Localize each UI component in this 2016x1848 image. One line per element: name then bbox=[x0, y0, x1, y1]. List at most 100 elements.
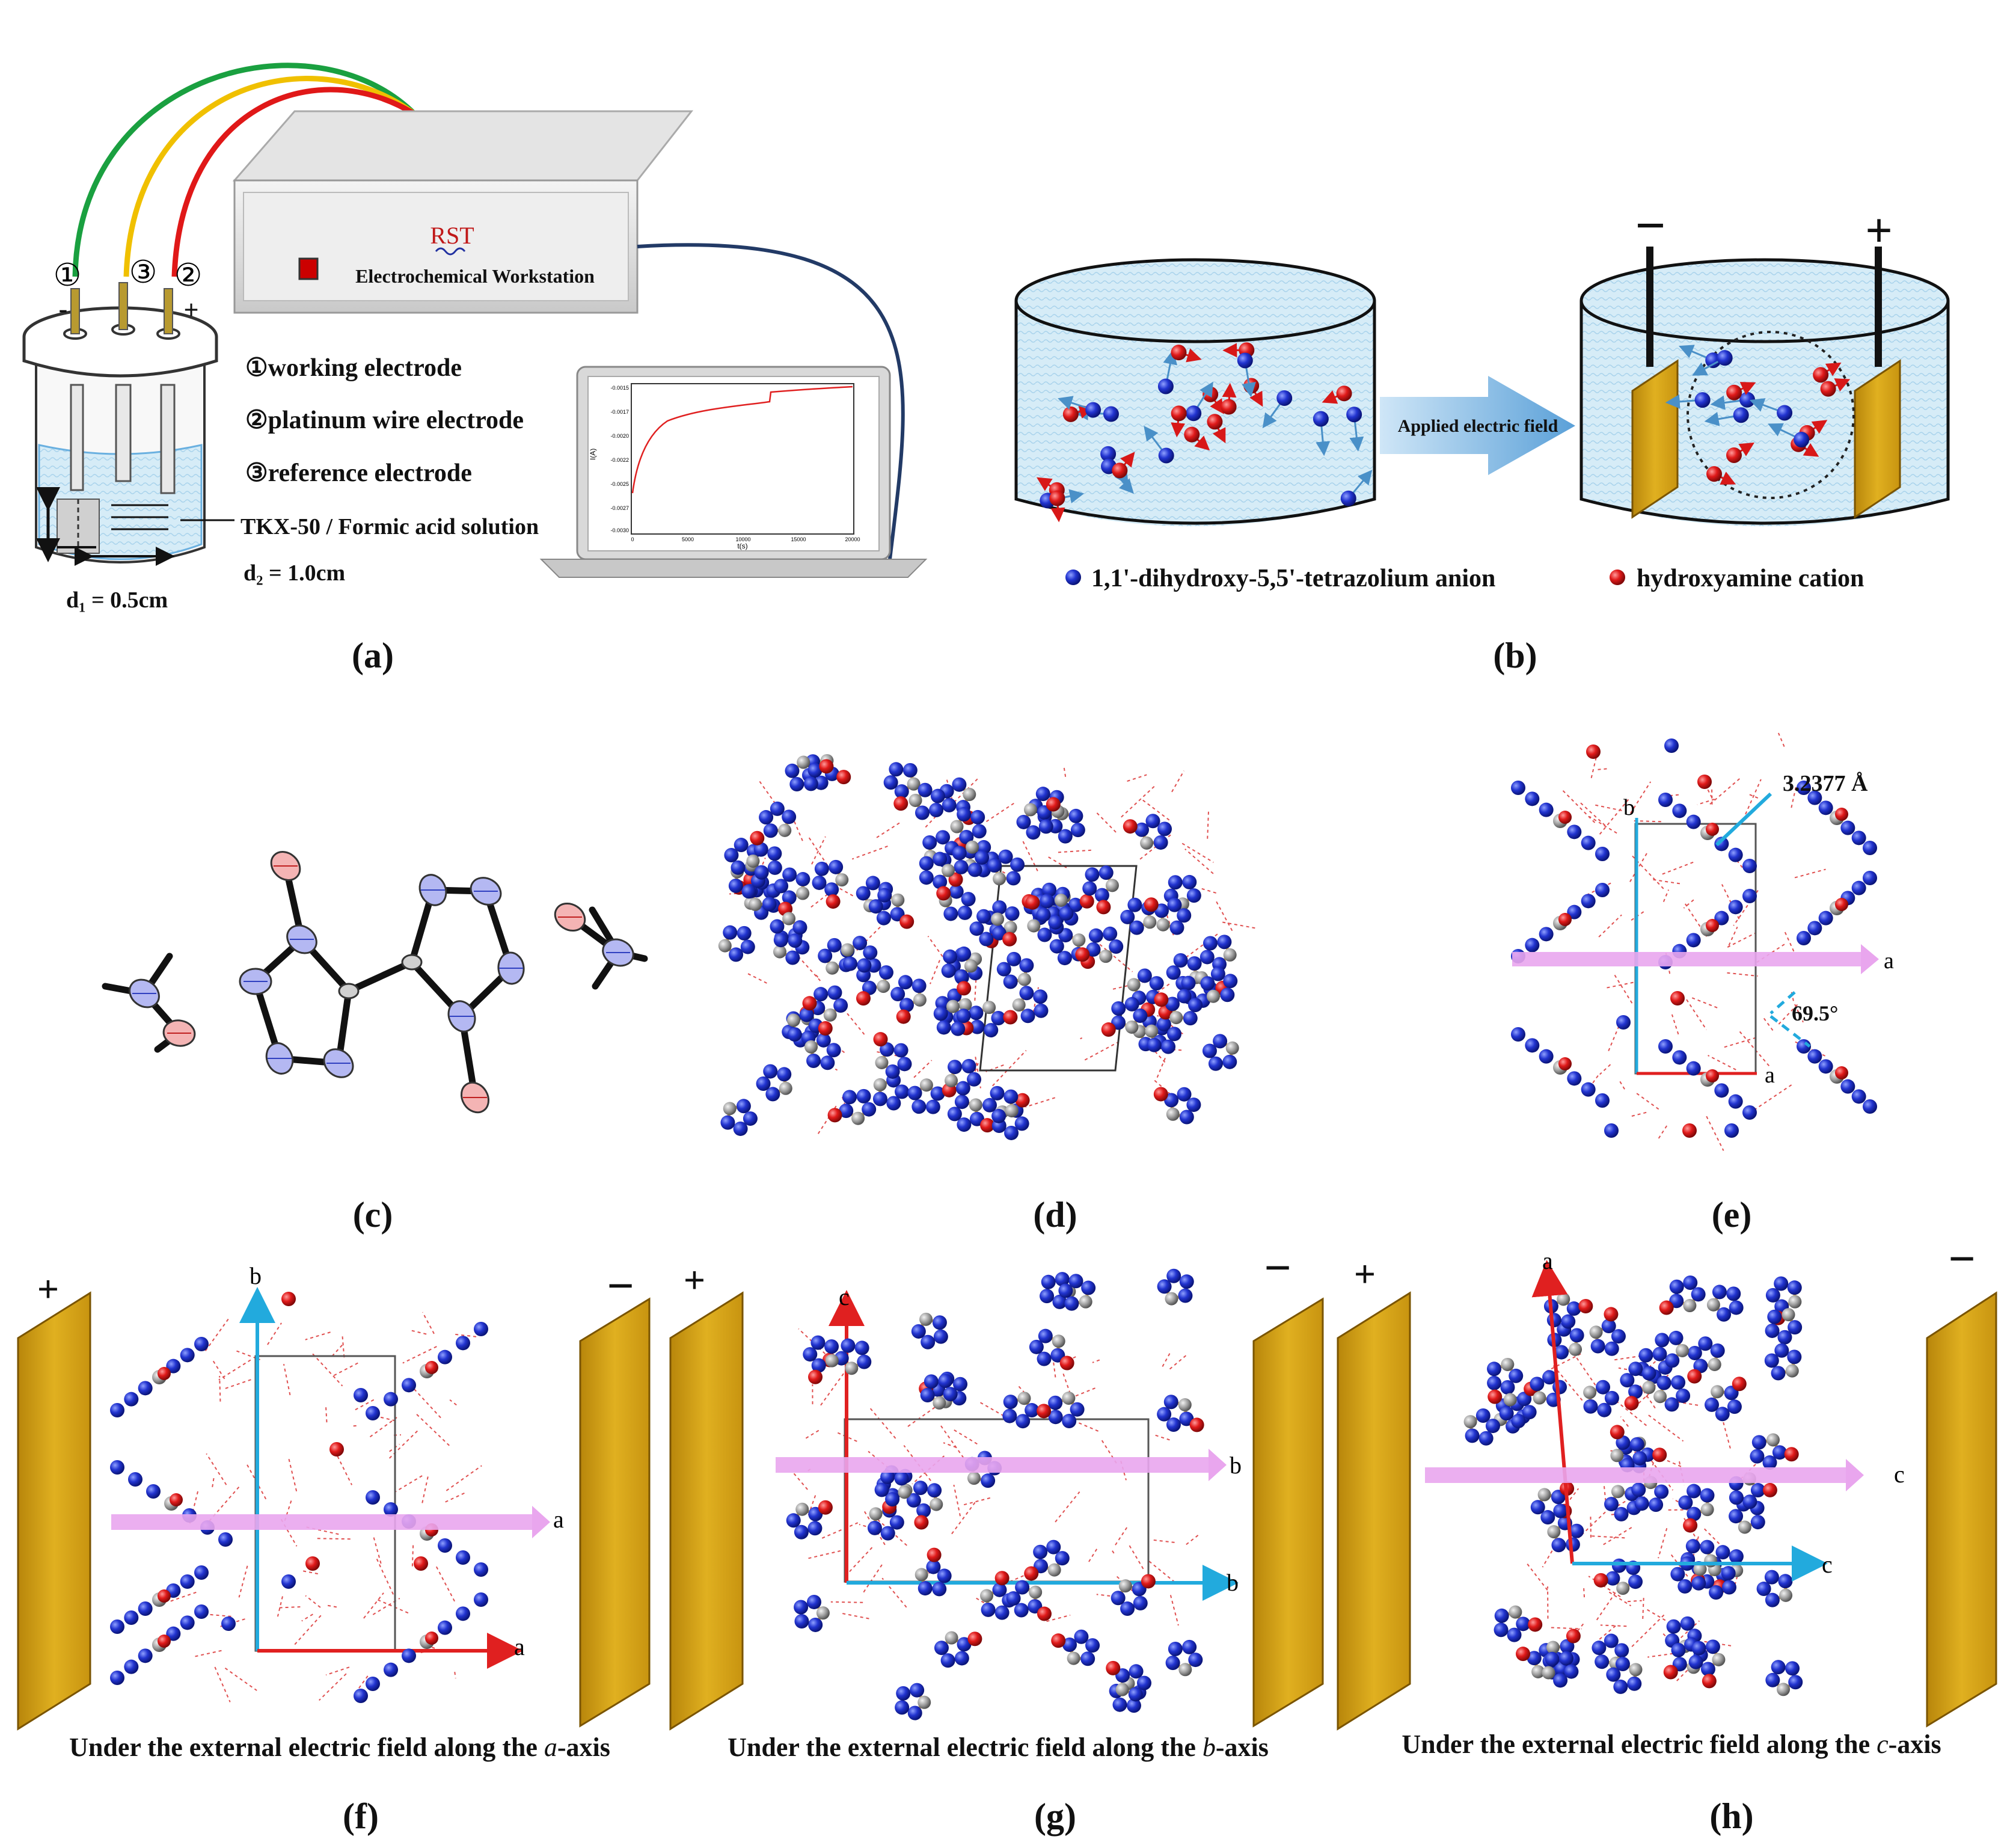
atom-N bbox=[930, 788, 945, 803]
atom-O bbox=[1663, 1665, 1678, 1680]
atom-O bbox=[305, 1556, 320, 1571]
atom-N bbox=[1807, 790, 1822, 805]
atom-N bbox=[1499, 1406, 1514, 1421]
atom-N bbox=[920, 1388, 935, 1403]
atom-N bbox=[782, 867, 797, 882]
distance-marker bbox=[1715, 792, 1772, 847]
atom-N bbox=[969, 1005, 984, 1021]
atom-C bbox=[918, 1695, 931, 1709]
atom-N bbox=[1694, 392, 1711, 408]
atom-N bbox=[938, 1374, 953, 1389]
hydrogen-bond bbox=[355, 1398, 376, 1411]
atom-C bbox=[1079, 1295, 1092, 1309]
atom-N bbox=[947, 1107, 962, 1122]
atom-C bbox=[967, 1472, 981, 1485]
atom-N bbox=[456, 1336, 470, 1351]
atom-N bbox=[1019, 986, 1034, 1001]
hydrogen-bond bbox=[305, 1595, 321, 1608]
atom-N bbox=[1038, 1328, 1053, 1343]
svg-text:0: 0 bbox=[631, 536, 634, 542]
atom-O bbox=[1670, 991, 1685, 1005]
hydrogen-bond bbox=[1728, 926, 1738, 946]
atom-O bbox=[1101, 1022, 1116, 1037]
atom-N bbox=[1596, 1380, 1611, 1395]
atom-O bbox=[1835, 808, 1848, 821]
atom-N bbox=[1539, 802, 1554, 817]
atom-C bbox=[1557, 1292, 1570, 1306]
atom-N bbox=[1655, 1333, 1670, 1348]
atom-N bbox=[736, 1099, 751, 1114]
svg-text:+: + bbox=[1354, 1253, 1376, 1295]
svg-text:−: − bbox=[1948, 1233, 1976, 1286]
atom-N bbox=[1569, 1328, 1584, 1343]
hydrogen-bond bbox=[807, 1494, 817, 1515]
atom-N bbox=[1616, 1015, 1631, 1030]
atom-N bbox=[1340, 490, 1356, 506]
hydrogen-bond bbox=[1576, 1357, 1599, 1390]
atom-N bbox=[366, 1490, 380, 1505]
atom-N bbox=[1553, 1503, 1568, 1518]
hydrogen-bond bbox=[1080, 1037, 1083, 1040]
atom-N bbox=[1120, 1601, 1135, 1616]
atom-N bbox=[991, 1108, 1006, 1123]
hydrogen-bond bbox=[930, 960, 940, 984]
atom-N bbox=[1620, 1373, 1635, 1388]
atom-C bbox=[1501, 1357, 1515, 1371]
atom-N bbox=[474, 1592, 488, 1607]
hydrogen-bond bbox=[1088, 1549, 1098, 1563]
atom-N bbox=[1129, 920, 1144, 935]
atom-N bbox=[1616, 1435, 1631, 1450]
atom-N bbox=[1213, 1034, 1228, 1049]
atom-N bbox=[1728, 1094, 1743, 1109]
atom-N bbox=[856, 1088, 871, 1104]
svg-text:+: + bbox=[684, 1259, 705, 1301]
hydrogen-bond bbox=[1607, 981, 1634, 989]
atom-O bbox=[1002, 932, 1017, 947]
atom-O bbox=[927, 1547, 942, 1562]
hydrogen-bond bbox=[211, 1358, 225, 1380]
atom-N bbox=[808, 1617, 823, 1632]
hydrogen-bond bbox=[1162, 1350, 1172, 1368]
atom-C bbox=[1788, 1295, 1802, 1309]
atom-N bbox=[970, 809, 985, 824]
hydrogen-bond bbox=[954, 1429, 978, 1445]
atom-N bbox=[1167, 897, 1182, 912]
atom-N bbox=[1733, 407, 1749, 423]
atom-N bbox=[1840, 820, 1855, 835]
atom-N bbox=[910, 1683, 925, 1698]
hydrogen-bond bbox=[1552, 1365, 1584, 1402]
atom-N bbox=[841, 1338, 856, 1353]
atom-O bbox=[414, 1556, 428, 1571]
atom-N bbox=[218, 1532, 233, 1547]
atom-N bbox=[1797, 781, 1811, 795]
hydrogen-bond bbox=[1153, 1434, 1170, 1441]
atom-N bbox=[991, 926, 1006, 941]
svg-text:-0.0015: -0.0015 bbox=[610, 385, 629, 391]
atom-C bbox=[1503, 1393, 1517, 1407]
atom-N bbox=[354, 1689, 368, 1703]
atom-N bbox=[1686, 933, 1701, 948]
atom-N bbox=[1771, 1660, 1786, 1675]
atom-C bbox=[950, 820, 964, 833]
atom-N bbox=[820, 1055, 835, 1070]
atom-O bbox=[1835, 898, 1848, 911]
hydrogen-bond bbox=[1127, 1543, 1144, 1570]
atom-N bbox=[913, 1481, 928, 1496]
power-switch[interactable] bbox=[298, 257, 319, 280]
atom-N bbox=[1553, 1673, 1568, 1688]
atom-C bbox=[1653, 1390, 1667, 1404]
hydrogen-bond bbox=[1631, 1111, 1647, 1117]
atom-O bbox=[1682, 1123, 1697, 1138]
atom-N bbox=[1728, 847, 1743, 862]
atom-O bbox=[1075, 947, 1090, 962]
atom-N bbox=[1048, 1410, 1063, 1425]
atom-N bbox=[906, 1493, 921, 1508]
hydrogen-bond bbox=[747, 973, 768, 984]
atom-C bbox=[1118, 1579, 1132, 1593]
atom-C bbox=[898, 1485, 911, 1499]
hydrogen-bond bbox=[927, 936, 947, 962]
atom-N bbox=[1638, 1348, 1653, 1363]
hydrogen-bond bbox=[1048, 856, 1068, 870]
atom-N bbox=[1710, 1343, 1725, 1358]
atom-C bbox=[993, 872, 1006, 886]
